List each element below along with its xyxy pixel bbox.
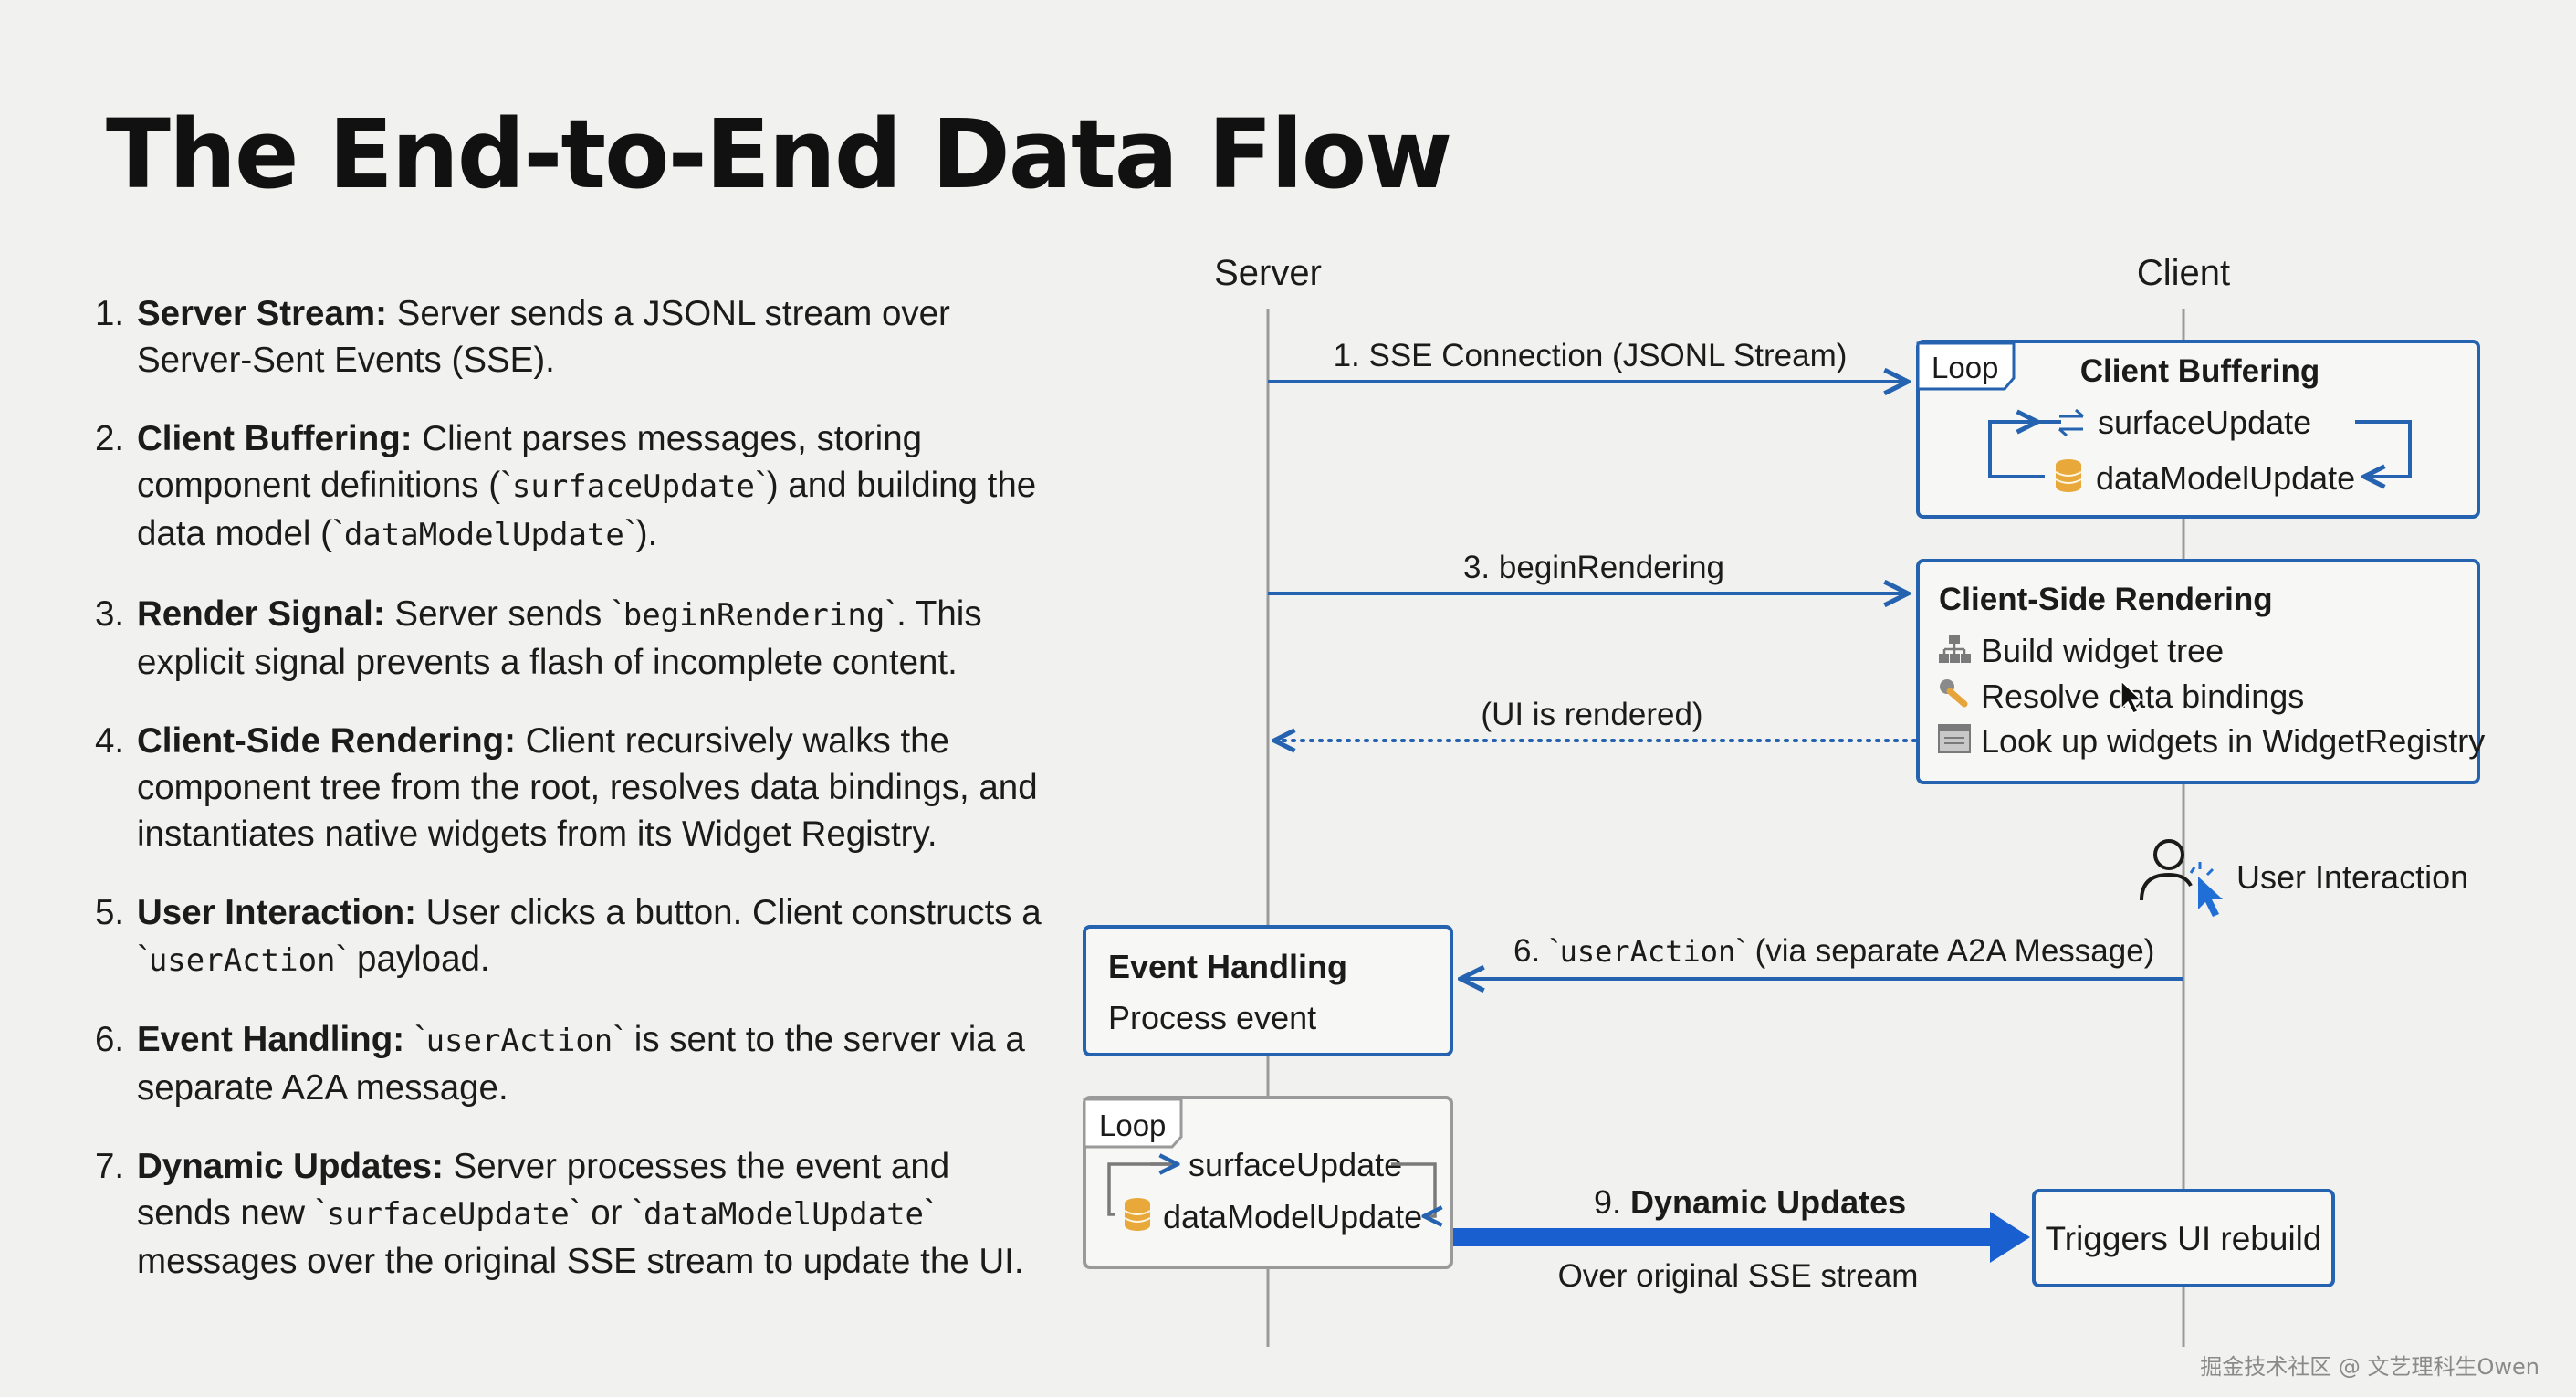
event-handling-sub: Process event <box>1108 999 1316 1036</box>
step-item: 3. Render Signal: Server sends `beginRen… <box>95 591 1044 686</box>
rendering-lookup-widgets: Look up widgets in WidgetRegistry <box>1981 722 2485 760</box>
step-number: 1. <box>95 294 125 333</box>
database-icon <box>1124 1198 1151 1231</box>
step-code: userAction <box>425 1023 613 1059</box>
step-title: User Interaction: <box>137 893 416 932</box>
step-text: Server sends a JSONL stream over Server-… <box>137 294 950 380</box>
buffering-surface-update: surfaceUpdate <box>2098 404 2311 441</box>
user-action-label: 6. `userAction` (via separate A2A Messag… <box>1513 933 2154 970</box>
buffering-loop-tag: Loop <box>1932 351 1998 384</box>
user-interaction-label: User Interaction <box>2236 858 2468 896</box>
server-loop-box: Loop surfaceUpdate dataModelUpdate <box>1083 1096 1453 1269</box>
step-item: 6. Event Handling: `userAction` is sent … <box>95 1016 1044 1111</box>
step-item: 2. Client Buffering: Client parses messa… <box>95 415 1044 559</box>
step-title: Render Signal: <box>137 594 385 634</box>
binding-icon <box>1940 679 1968 708</box>
page-title: The End-to-End Data Flow <box>106 99 1452 210</box>
tree-icon <box>1939 635 1971 663</box>
ui-rebuild-box: Triggers UI rebuild <box>2032 1189 2335 1287</box>
dynamic-updates-arrow <box>1453 1212 2030 1263</box>
step-number: 4. <box>95 721 125 761</box>
dynamic-updates-num: 9. <box>1594 1183 1631 1221</box>
step-text: Client parses messages, storing componen… <box>137 419 923 505</box>
step-item: 7. Dynamic Updates: Server processes the… <box>95 1143 1044 1285</box>
buffering-title: Client Buffering <box>2080 353 2319 389</box>
server-loop-datamodel-update: dataModelUpdate <box>1163 1198 1422 1235</box>
client-lane-label: Client <box>2137 253 2230 293</box>
watermark: 掘金技术社区 @ 文艺理科生Owen <box>2200 1354 2539 1380</box>
server-loop-tag: Loop <box>1099 1108 1166 1142</box>
step-item: 1. Server Stream: Server sends a JSONL s… <box>95 290 1044 383</box>
step-text: ` payload. <box>335 940 490 979</box>
step-number: 7. <box>95 1147 125 1186</box>
step-item: 4. Client-Side Rendering: Client recursi… <box>95 718 1044 857</box>
step-text: Server sends ` <box>384 594 623 634</box>
step-code: surfaceUpdate <box>326 1196 570 1233</box>
begin-rendering-label: 3. beginRendering <box>1463 550 1724 585</box>
user-action-code: userAction <box>1559 934 1736 969</box>
client-buffering-box: Loop Client Buffering surfaceUpdate data… <box>1916 340 2480 519</box>
step-title: Server Stream: <box>137 294 387 333</box>
step-title: Event Handling: <box>137 1020 405 1059</box>
step-text: ` or ` <box>569 1193 644 1233</box>
step-title: Client Buffering: <box>137 419 413 458</box>
step-code: dataModelUpdate <box>643 1196 925 1233</box>
server-loop-surface-update: surfaceUpdate <box>1189 1146 1402 1183</box>
client-rendering-box: Client-Side Rendering Build widget tree … <box>1916 559 2485 784</box>
step-title: Client-Side Rendering: <box>137 721 516 761</box>
buffering-datamodel-update: dataModelUpdate <box>2096 459 2355 497</box>
event-handling-box: Event Handling Process event <box>1083 925 1453 1056</box>
ui-rendered-label: (UI is rendered) <box>1481 697 1702 732</box>
step-text: Server processes the event and sends new… <box>137 1147 950 1233</box>
ui-rebuild-label: Triggers UI rebuild <box>2046 1220 2322 1257</box>
database-icon <box>2055 459 2082 492</box>
step-item: 5. User Interaction: User clicks a butto… <box>95 889 1044 984</box>
step-text: `) and building the data model (` <box>137 466 1037 553</box>
step-number: 6. <box>95 1020 125 1059</box>
step-code: dataModelUpdate <box>343 517 624 553</box>
step-number: 3. <box>95 594 125 634</box>
step-number: 2. <box>95 419 125 458</box>
swap-icon <box>2058 408 2084 437</box>
rendering-title: Client-Side Rendering <box>1939 582 2273 617</box>
rendering-resolve-bindings: Resolve data bindings <box>1981 677 2304 715</box>
dynamic-updates-title: Dynamic Updates <box>1630 1183 1907 1221</box>
rendering-build-widget-tree: Build widget tree <box>1981 632 2224 669</box>
event-handling-title: Event Handling <box>1108 948 1347 985</box>
mouse-cursor-icon <box>2120 679 2143 714</box>
step-code: beginRendering <box>623 597 885 634</box>
step-code: userAction <box>148 942 336 979</box>
step-text: User clicks a button. Client constructs … <box>137 893 1042 979</box>
step-text: Client recursively walks the component t… <box>137 721 1038 854</box>
registry-icon <box>1938 724 1971 753</box>
step-title: Dynamic Updates: <box>137 1147 444 1186</box>
user-action-num: 6. ` <box>1513 933 1560 969</box>
dynamic-updates-sub: Over original SSE stream <box>1558 1258 1919 1294</box>
step-number: 5. <box>95 893 125 932</box>
dynamic-updates-label: 9. Dynamic Updates <box>1594 1183 1906 1222</box>
server-lane-label: Server <box>1214 253 1322 293</box>
step-text: ` messages over the original SSE stream … <box>137 1193 1024 1281</box>
step-code: surfaceUpdate <box>511 468 755 505</box>
user-action-tail: ` (via separate A2A Message) <box>1735 933 2155 969</box>
step-list: 1. Server Stream: Server sends a JSONL s… <box>95 290 1044 1317</box>
user-click-icon <box>2140 839 2223 917</box>
step-text: `). <box>623 514 658 553</box>
step-text: ` is sent to the server via a separate A… <box>137 1020 1025 1108</box>
step-text: `. This explicit signal prevents a flash… <box>137 594 982 682</box>
sse-connection-label: 1. SSE Connection (JSONL Stream) <box>1334 338 1848 373</box>
step-text: ` <box>404 1020 426 1059</box>
